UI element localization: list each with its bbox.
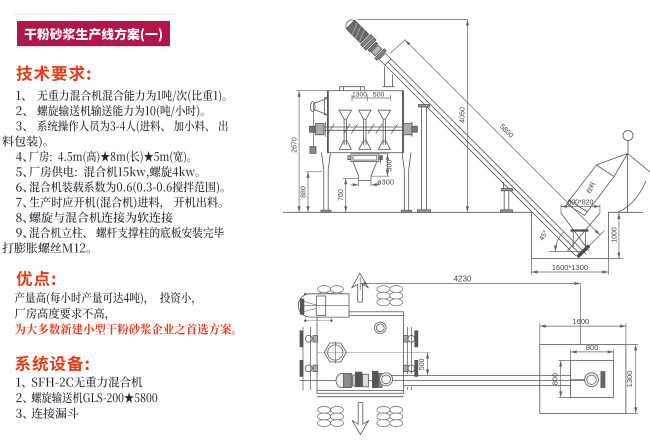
svg-text:45°: 45° (538, 229, 550, 242)
svg-text:300: 300 (387, 160, 394, 172)
svg-text:1300: 1300 (625, 371, 634, 388)
svg-text:1600*1300: 1600*1300 (552, 263, 588, 272)
svg-text:880: 880 (300, 186, 307, 198)
svg-text:1300: 1300 (352, 91, 367, 98)
svg-text:800: 800 (550, 373, 559, 386)
svg-text:2670: 2670 (291, 137, 298, 153)
svg-text:500: 500 (373, 91, 385, 98)
svg-text:1000: 1000 (611, 227, 618, 243)
svg-text:4050: 4050 (457, 107, 466, 123)
svg-text:1600: 1600 (573, 317, 590, 326)
svg-text:4230: 4230 (454, 274, 472, 283)
svg-text:800: 800 (586, 343, 599, 352)
svg-text:500: 500 (419, 358, 426, 370)
svg-text:760: 760 (338, 189, 345, 201)
svg-text:800*820: 800*820 (567, 199, 593, 206)
svg-text:ø300: ø300 (377, 177, 394, 186)
svg-text:5800: 5800 (498, 122, 516, 140)
